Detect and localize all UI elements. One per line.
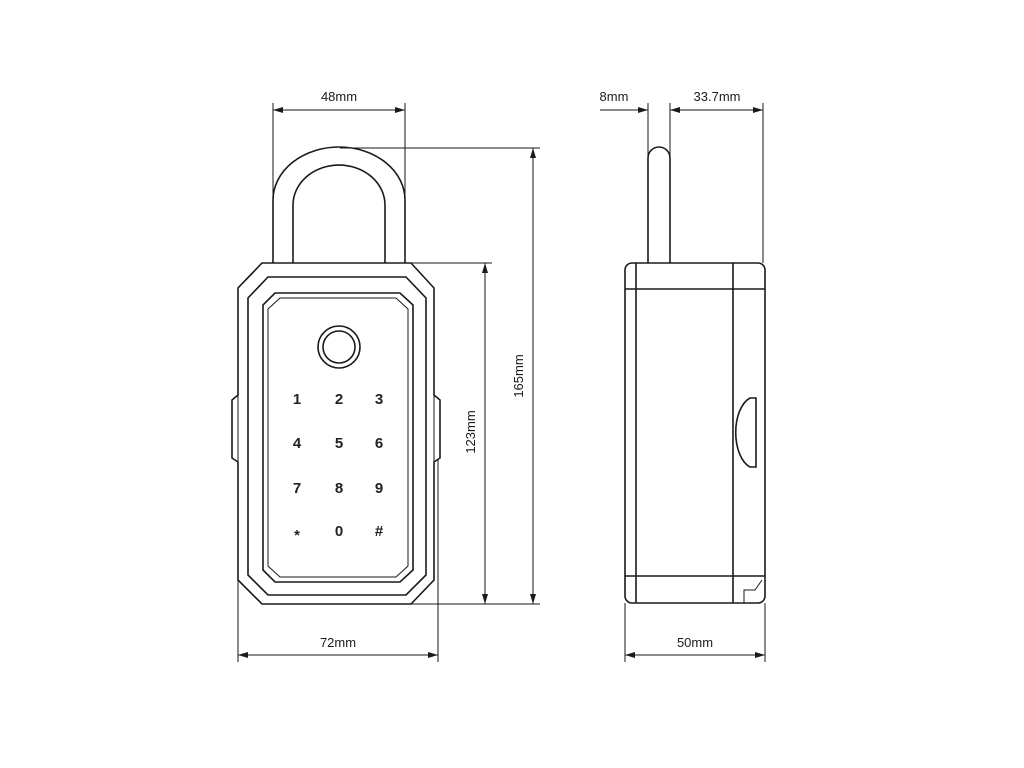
svg-text:165mm: 165mm (511, 354, 526, 397)
svg-text:72mm: 72mm (320, 635, 356, 650)
fingerprint-sensor-icon (317, 325, 361, 369)
key-6: 6 (375, 435, 383, 452)
key-7: 7 (293, 480, 301, 497)
shackle-side (647, 146, 671, 263)
key-3: 3 (375, 391, 383, 408)
side-view: 8mm 33.7mm 50mm (600, 89, 766, 662)
shackle-front (272, 146, 406, 263)
key-1: 1 (293, 391, 301, 408)
svg-text:123mm: 123mm (463, 410, 478, 453)
key-star: * (294, 527, 300, 544)
bezel (247, 276, 427, 596)
keypad-panel (262, 292, 414, 583)
dim-body-width: 72mm (237, 460, 439, 662)
key-hash: # (375, 523, 384, 540)
key-8: 8 (335, 480, 343, 497)
key-5: 5 (335, 435, 343, 452)
front-view: 1 2 3 4 5 6 7 8 9 * 0 # 48mm 123mm (231, 89, 540, 662)
key-4: 4 (293, 435, 302, 452)
svg-text:50mm: 50mm (677, 635, 713, 650)
latch (734, 397, 757, 468)
dim-shackle-offset: 33.7mm (670, 89, 764, 263)
svg-text:33.7mm: 33.7mm (694, 89, 741, 104)
key-9: 9 (375, 480, 383, 497)
dim-body-depth: 50mm (624, 603, 766, 662)
key-0: 0 (335, 523, 343, 540)
key-2: 2 (335, 391, 343, 408)
dim-total-height: 165mm (340, 147, 540, 604)
keypad: 1 2 3 4 5 6 7 8 9 * 0 # (293, 391, 384, 544)
body-side (624, 262, 766, 604)
dim-body-height: 123mm (411, 262, 540, 605)
dim-shackle-thickness: 8mm (600, 89, 648, 113)
dim-shackle-width: 48mm (272, 89, 406, 200)
svg-text:48mm: 48mm (321, 89, 357, 104)
svg-text:8mm: 8mm (600, 89, 629, 104)
